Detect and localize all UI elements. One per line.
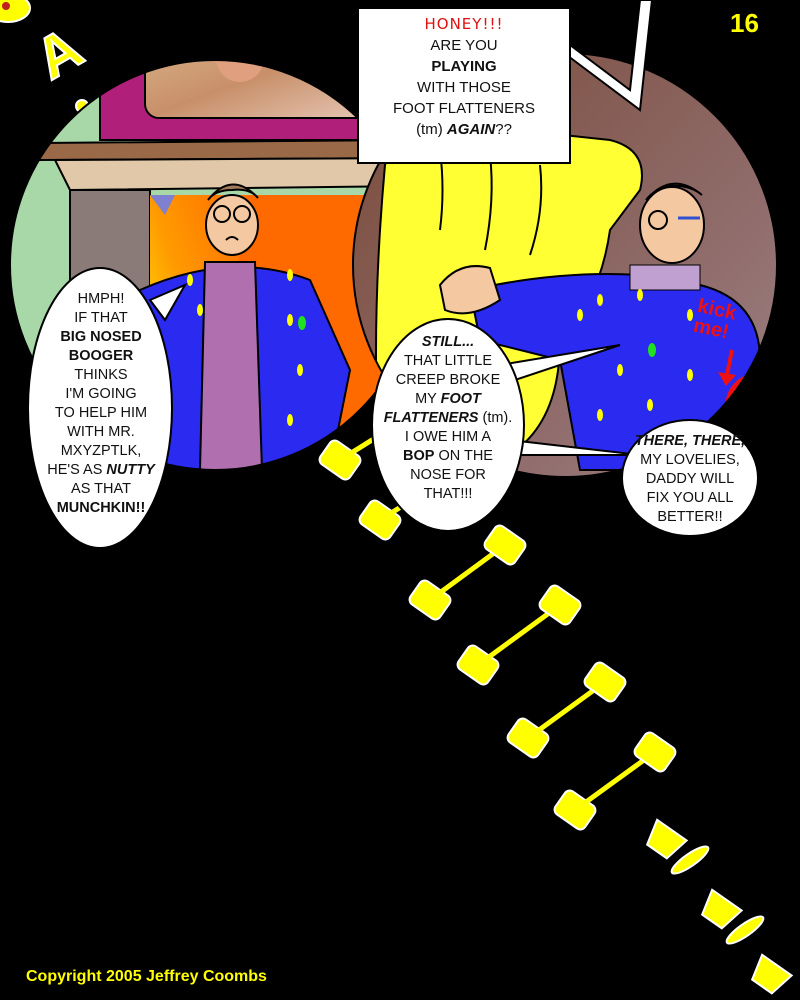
speech-line-bold: BOOGER [68, 348, 134, 364]
splat-decoration [0, 0, 31, 23]
speech-line: FOOT FLATTENERS [393, 100, 535, 117]
speech-emphasis: FOOT [440, 391, 481, 407]
footprint-pattern [187, 269, 693, 426]
framed-photo [144, 60, 386, 119]
speech-line-bold: PLAYING [431, 58, 497, 75]
speech-line: BOP ON THE [403, 448, 493, 464]
speech-line: IF THAT [74, 310, 128, 326]
speech-line: BETTER!! [657, 509, 723, 525]
speech-emphasis: NUTTY [106, 462, 155, 478]
speech-emphasis: STILL... [421, 334, 475, 350]
speech-line: MY FOOT [415, 391, 481, 407]
speech-line-bold: BIG NOSED [60, 329, 142, 345]
speech-line: CREEP BROKE [395, 372, 501, 388]
right-speech-text: THERE, THERE, MY LOVELIES, DADDY WILL FI… [618, 432, 762, 527]
shout-honey: HONEY!!! [424, 15, 504, 33]
copyright-notice: Copyright 2005 Jeffrey Coombs [26, 968, 267, 985]
speech-line: AS THAT [71, 481, 131, 497]
kick-me-sign: kick me! [691, 295, 739, 344]
speech-line-bold: MUNCHKIN!! [56, 500, 146, 516]
man-face [205, 194, 259, 256]
speech-line: FLATTENERS (tm). [383, 410, 513, 426]
page-number: 16 [730, 8, 759, 38]
speech-emphasis: BOP [403, 448, 435, 464]
speech-line: MY LOVELIES, [640, 452, 740, 468]
zipper-trail [318, 432, 794, 995]
left-speech-bubble [27, 267, 188, 549]
top-speech-text: HONEY!!! ARE YOU PLAYING WITH THOSE FOOT… [358, 14, 570, 140]
speech-line: THINKS [74, 367, 128, 383]
left-speech-text: HMPH! IF THAT BIG NOSED BOOGER THINKS I'… [32, 290, 170, 518]
speech-line: WITH THOSE [417, 79, 511, 96]
middle-speech-text: STILL... THAT LITTLE CREEP BROKE MY FOOT… [372, 333, 524, 504]
speech-line: THAT!!! [423, 486, 473, 502]
right-speech-bubble [621, 419, 759, 537]
speech-line: HMPH! [77, 291, 125, 307]
speech-line: WITH MR. [67, 424, 135, 440]
middle-speech-bubble [371, 318, 641, 532]
speech-line: NOSE FOR [410, 467, 486, 483]
speech-line: I'M GOING [65, 386, 137, 402]
speech-line: (tm) AGAIN?? [416, 121, 512, 138]
speech-line: I OWE HIM A [404, 429, 492, 445]
speech-line: DADDY WILL [645, 471, 735, 487]
speech-line: FIX YOU ALL [646, 490, 734, 506]
speech-line: THAT LITTLE [403, 353, 493, 369]
top-speech-box [357, 0, 654, 164]
speech-emphasis: AGAIN [446, 121, 496, 138]
speech-line: TO HELP HIM [54, 405, 148, 421]
speech-line: MXYZPTLK, [60, 443, 142, 459]
speech-line: ARE YOU [430, 37, 498, 54]
speech-emphasis: THERE, THERE, [634, 433, 746, 449]
speech-emphasis: FLATTENERS [383, 410, 479, 426]
speech-line: HE'S AS NUTTY [47, 462, 155, 478]
